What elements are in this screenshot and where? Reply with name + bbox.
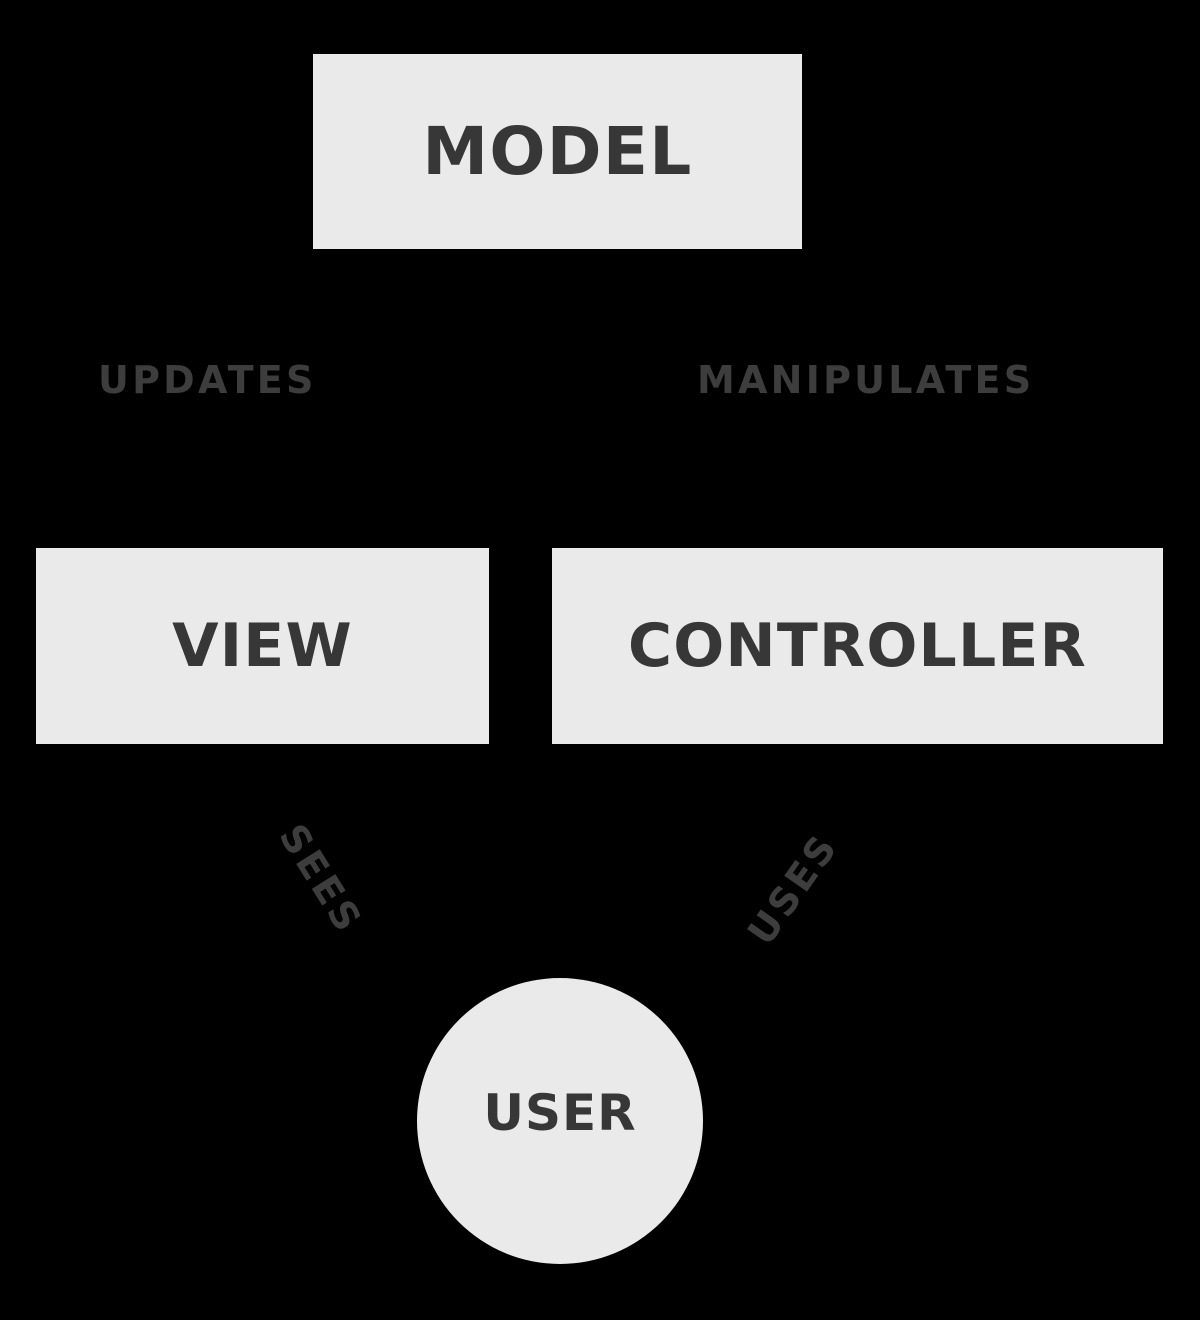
- node-view-label: VIEW: [172, 611, 353, 681]
- node-view[interactable]: VIEW: [36, 548, 489, 744]
- edge-label-manipulates: MANIPULATES: [697, 358, 1035, 402]
- node-controller-label: CONTROLLER: [627, 611, 1088, 681]
- node-user[interactable]: USER: [417, 978, 703, 1264]
- node-model-label: MODEL: [422, 112, 693, 190]
- node-user-label: USER: [483, 1084, 637, 1142]
- edge-label-sees: SEES: [270, 816, 372, 942]
- edge-label-updates: UPDATES: [98, 358, 317, 402]
- node-model[interactable]: MODEL: [313, 54, 802, 249]
- edge-label-uses: USES: [739, 825, 847, 953]
- node-controller[interactable]: CONTROLLER: [552, 548, 1163, 744]
